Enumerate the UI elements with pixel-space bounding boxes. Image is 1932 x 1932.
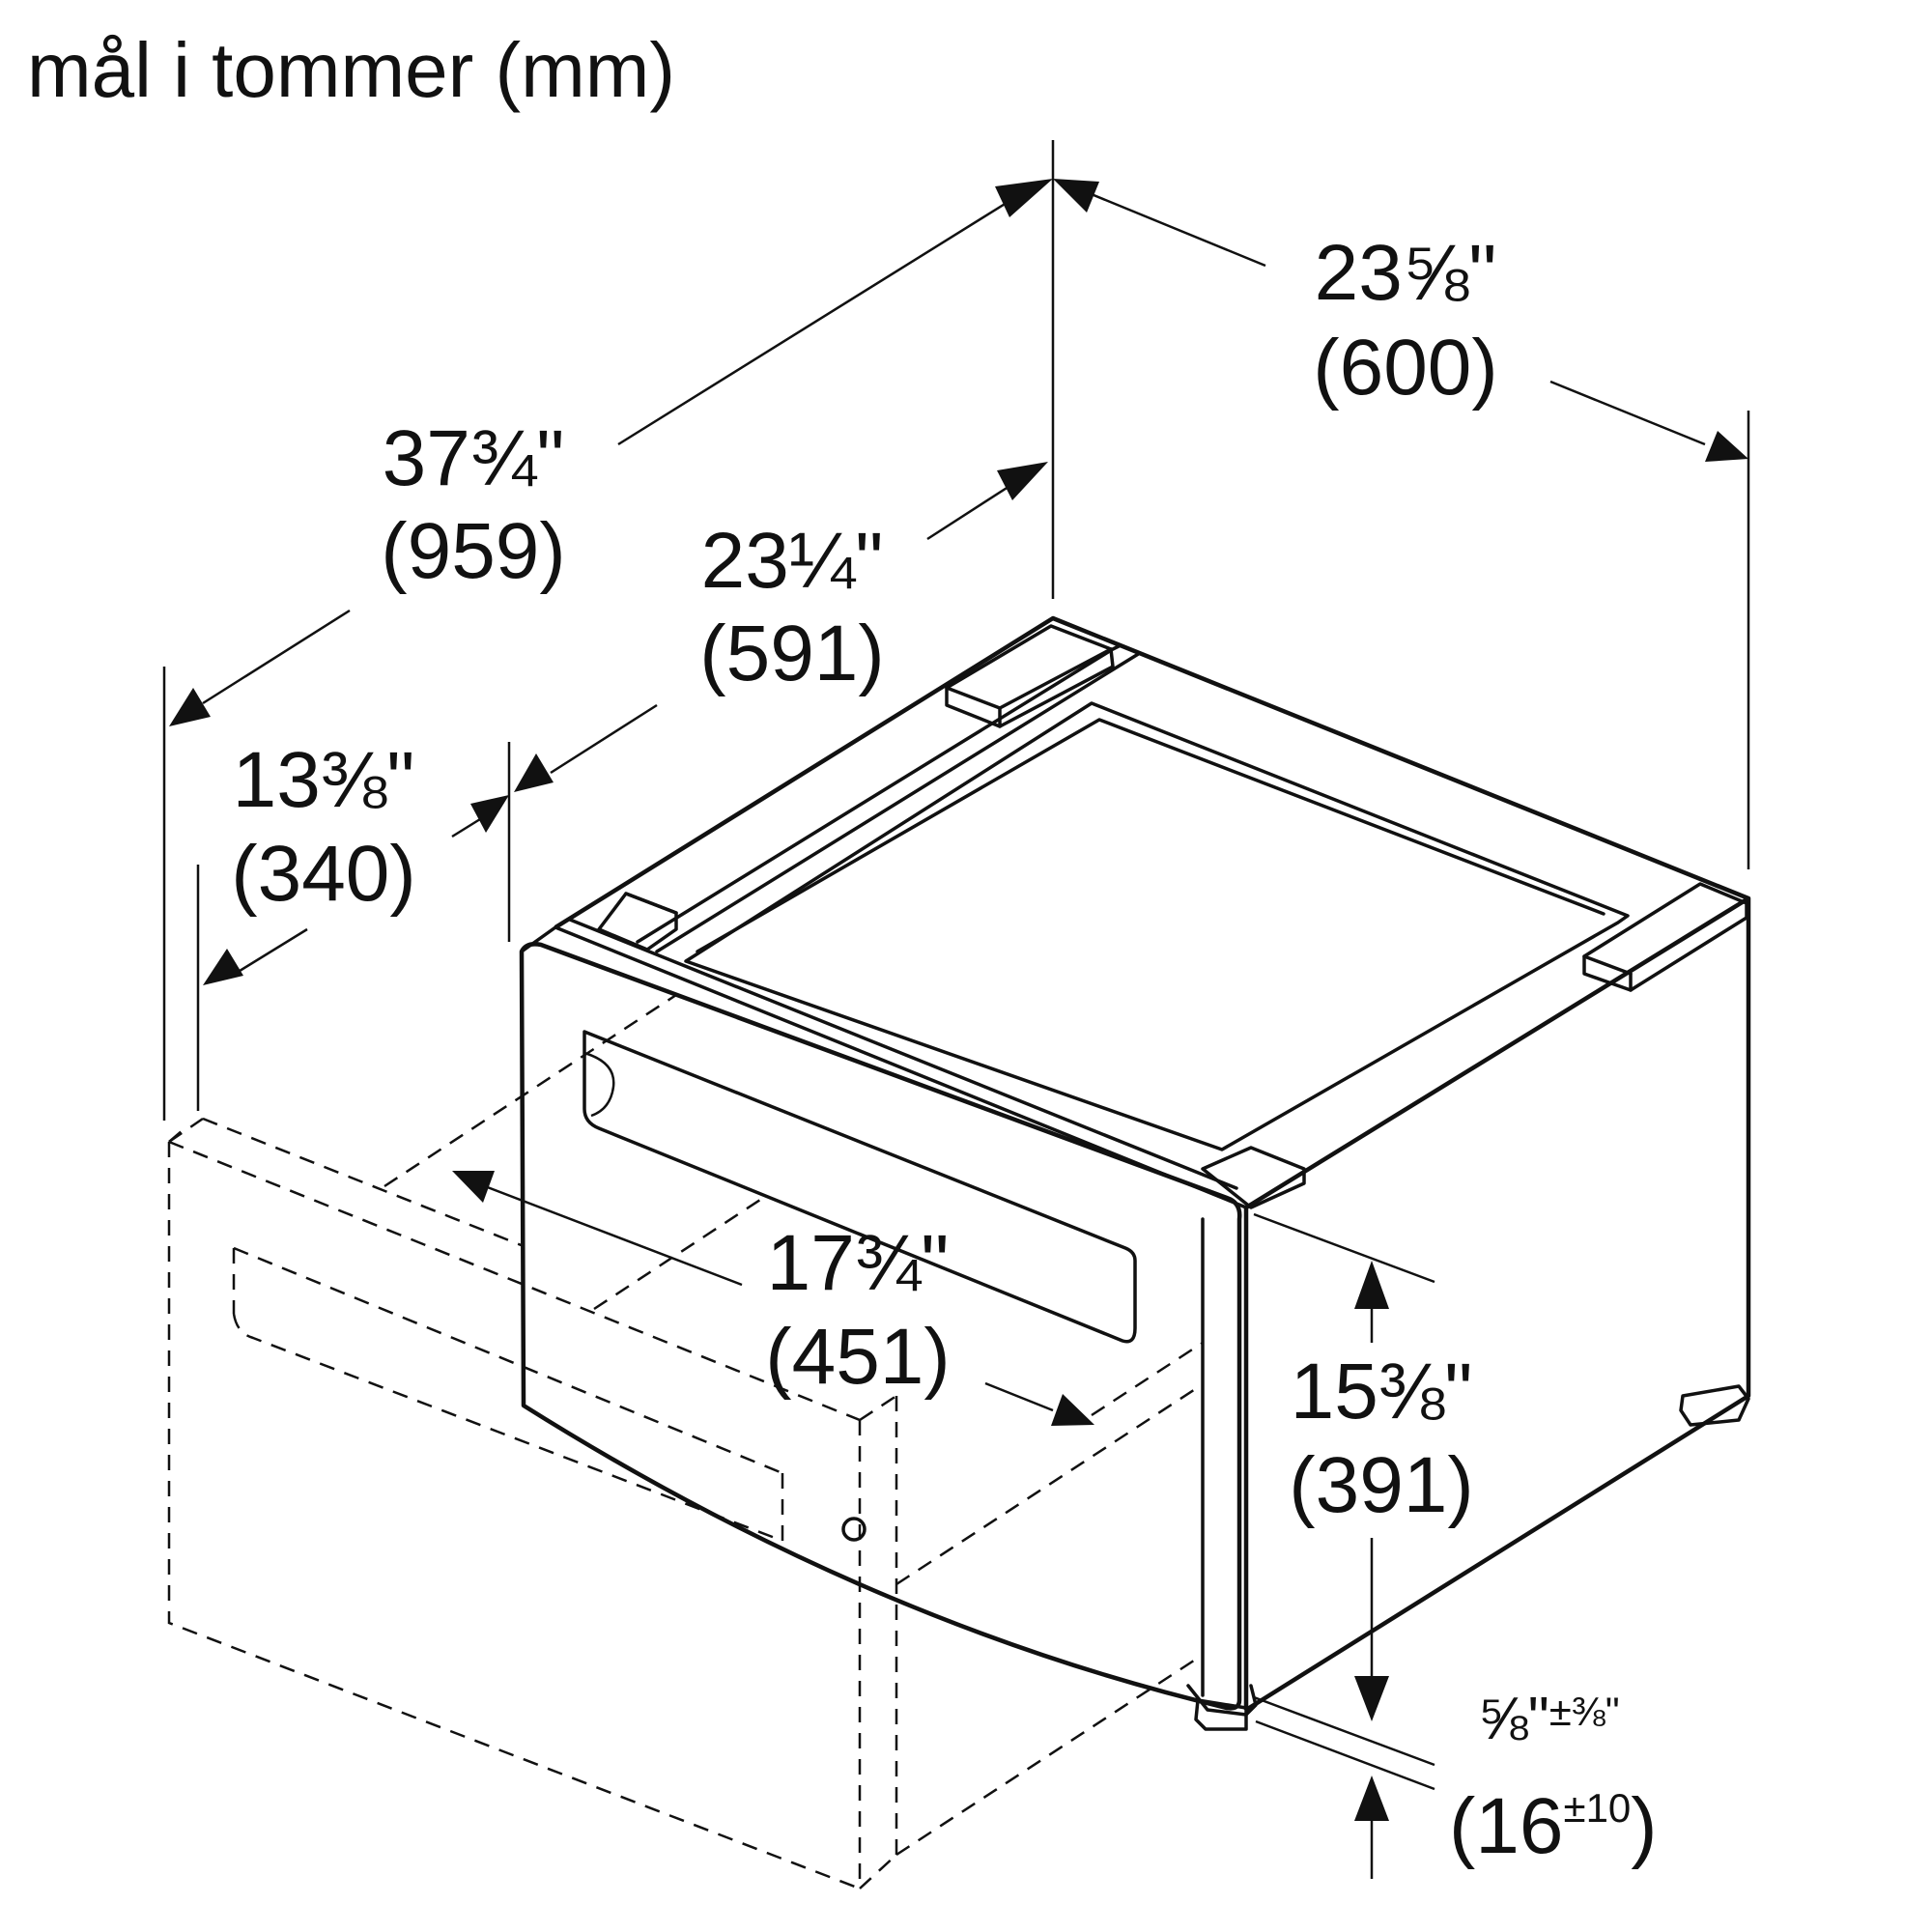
label-foot-mm: (16±10) — [1449, 1782, 1658, 1870]
arrow-height-bottom — [1354, 1676, 1389, 1721]
arrow-foot — [1354, 1776, 1389, 1821]
arrow-drawer-left — [452, 1171, 495, 1203]
arrow-width-left — [1053, 179, 1099, 213]
arrow-total-depth-top — [995, 179, 1053, 217]
pedestal-body — [519, 615, 1751, 1731]
label-height-mm: (391) — [1289, 1441, 1473, 1529]
label-drawer-inches: 17¾" — [767, 1219, 950, 1307]
extended-drawer-outline — [167, 993, 1204, 1890]
label-drawer-mm: (451) — [765, 1313, 950, 1401]
arrow-drawer-right — [1051, 1394, 1094, 1426]
dimension-labels: 23⅝" (600) 37¾" (959) 23¼" (591) 13⅜" (3… — [231, 229, 1657, 1870]
arrow-extension-top — [470, 795, 509, 833]
arrow-total-depth-bottom — [169, 688, 211, 726]
label-total-depth-inches: 37¾" — [383, 414, 565, 502]
label-depth-mm: (591) — [699, 610, 884, 697]
arrow-depth-top — [997, 462, 1048, 500]
label-width-inches: 23⅝" — [1315, 229, 1497, 317]
label-total-depth-mm: (959) — [381, 507, 565, 595]
label-height-inches: 15⅜" — [1291, 1348, 1473, 1435]
label-extension-mm: (340) — [231, 830, 415, 918]
label-width-mm: (600) — [1313, 324, 1497, 412]
arrow-width-right — [1705, 431, 1748, 462]
label-depth-inches: 23¼" — [701, 517, 884, 605]
dimension-lines — [162, 140, 1750, 1879]
arrow-extension-bottom — [203, 949, 243, 985]
arrow-depth-bottom — [514, 753, 554, 792]
label-foot-inches: ⅝"±⅜" — [1478, 1686, 1620, 1752]
page-title: mål i tommer (mm) — [27, 27, 675, 113]
label-extension-inches: 13⅜" — [233, 736, 415, 824]
arrow-height-top — [1354, 1261, 1389, 1309]
